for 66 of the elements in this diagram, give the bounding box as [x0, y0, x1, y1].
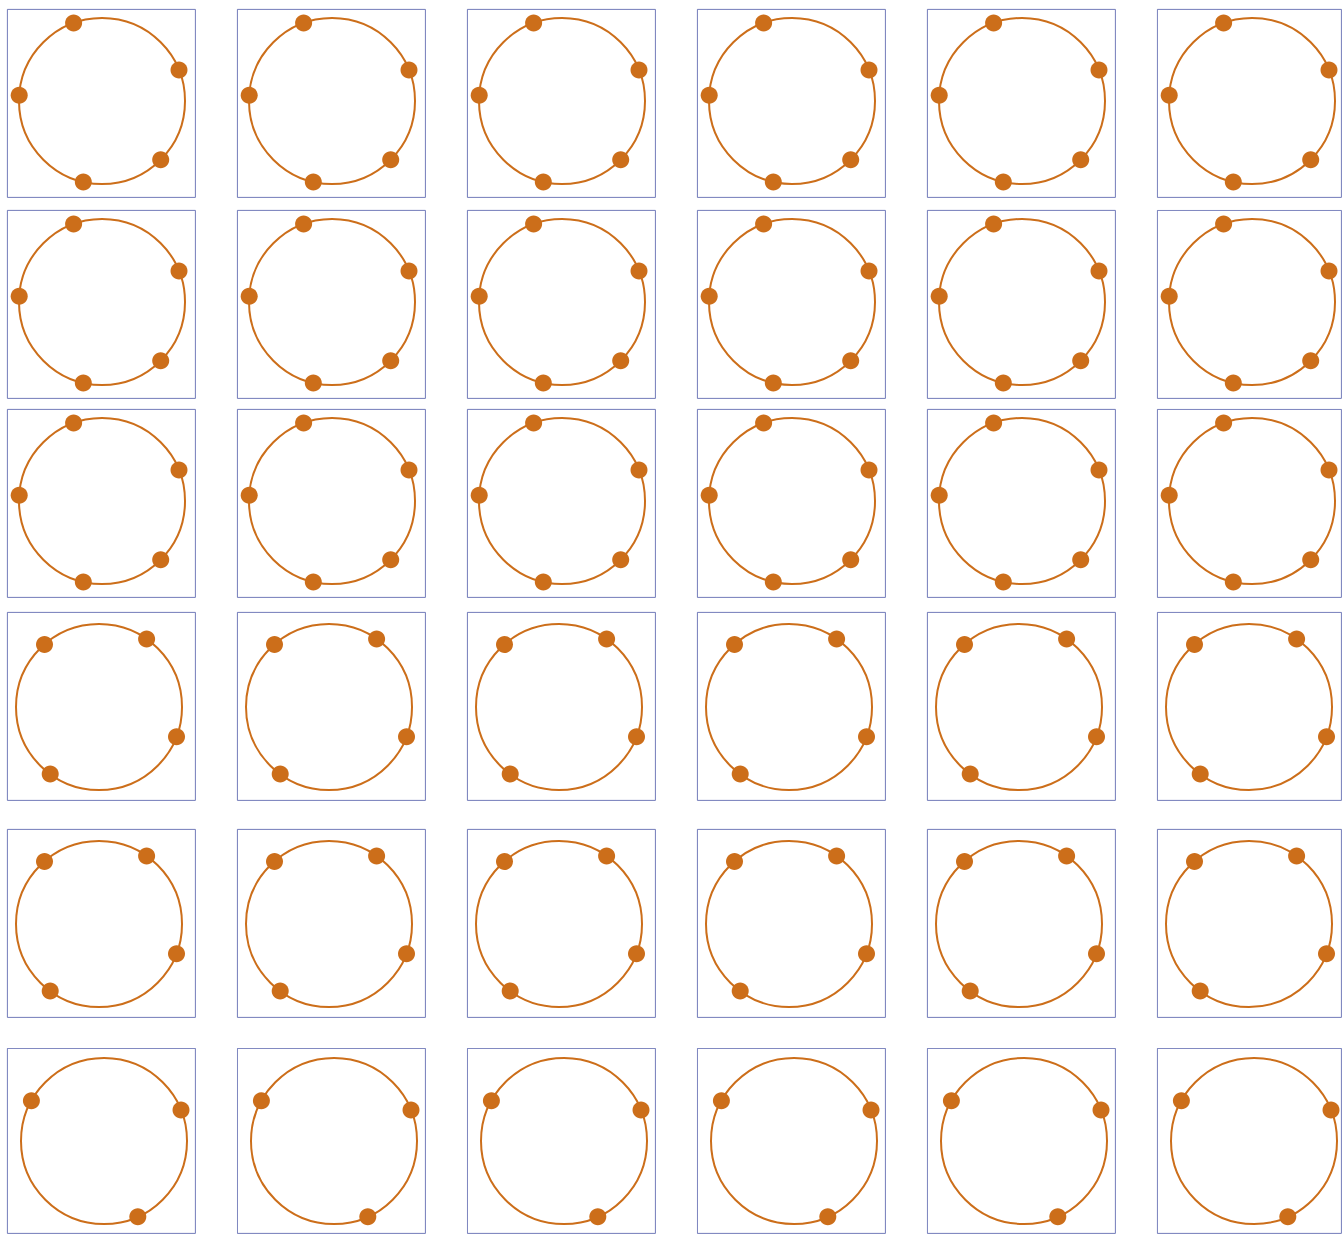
ring: [480, 1057, 648, 1225]
panel-frame: [237, 210, 426, 399]
panel-frame: [7, 1048, 196, 1234]
ring: [938, 218, 1106, 386]
ring: [478, 218, 646, 386]
panel-frame: [467, 829, 656, 1018]
panel-frame: [237, 409, 426, 598]
panel-frame: [237, 9, 426, 198]
ring: [478, 17, 646, 185]
ring: [245, 840, 413, 1008]
panel-frame: [7, 210, 196, 399]
ring: [248, 417, 416, 585]
ring: [15, 623, 183, 791]
ring: [1165, 840, 1333, 1008]
ring: [705, 840, 873, 1008]
ring: [1168, 218, 1336, 386]
ring: [18, 17, 186, 185]
ring: [708, 218, 876, 386]
panel-frame: [237, 1048, 426, 1234]
panel-frame: [697, 9, 886, 198]
panel-frame: [927, 829, 1116, 1018]
panel-frame: [467, 1048, 656, 1234]
ring: [935, 840, 1103, 1008]
ring: [1165, 623, 1333, 791]
ring: [475, 840, 643, 1008]
panel-frame: [927, 1048, 1116, 1234]
panel-frame: [927, 409, 1116, 598]
panel-frame: [927, 612, 1116, 801]
panel-frame: [237, 829, 426, 1018]
panel-frame: [467, 210, 656, 399]
ring: [1168, 417, 1336, 585]
panel-frame: [927, 210, 1116, 399]
ring: [250, 1057, 418, 1225]
panel-frame: [697, 1048, 886, 1234]
panel-frame: [467, 612, 656, 801]
ring: [18, 218, 186, 386]
panel-frame: [927, 9, 1116, 198]
panel-frame: [697, 829, 886, 1018]
ring: [705, 623, 873, 791]
panel-frame: [7, 612, 196, 801]
panel-frame: [467, 409, 656, 598]
ring: [18, 417, 186, 585]
ring: [248, 17, 416, 185]
ring: [940, 1057, 1108, 1225]
panel-frame: [467, 9, 656, 198]
ring: [248, 218, 416, 386]
ring: [478, 417, 646, 585]
ring: [1168, 17, 1336, 185]
ring: [938, 417, 1106, 585]
panel-frame: [7, 409, 196, 598]
panel-frame: [7, 829, 196, 1018]
panel-frame: [697, 409, 886, 598]
panel-frame: [697, 210, 886, 399]
panel-frame: [237, 612, 426, 801]
ring: [938, 17, 1106, 185]
panel-frame: [697, 612, 886, 801]
ring: [15, 840, 183, 1008]
ring: [245, 623, 413, 791]
panel-frame: [7, 9, 196, 198]
ring: [1170, 1057, 1338, 1225]
ring: [475, 623, 643, 791]
ring: [708, 417, 876, 585]
ring: [935, 623, 1103, 791]
ring: [710, 1057, 878, 1225]
ring: [708, 17, 876, 185]
ring: [20, 1057, 188, 1225]
